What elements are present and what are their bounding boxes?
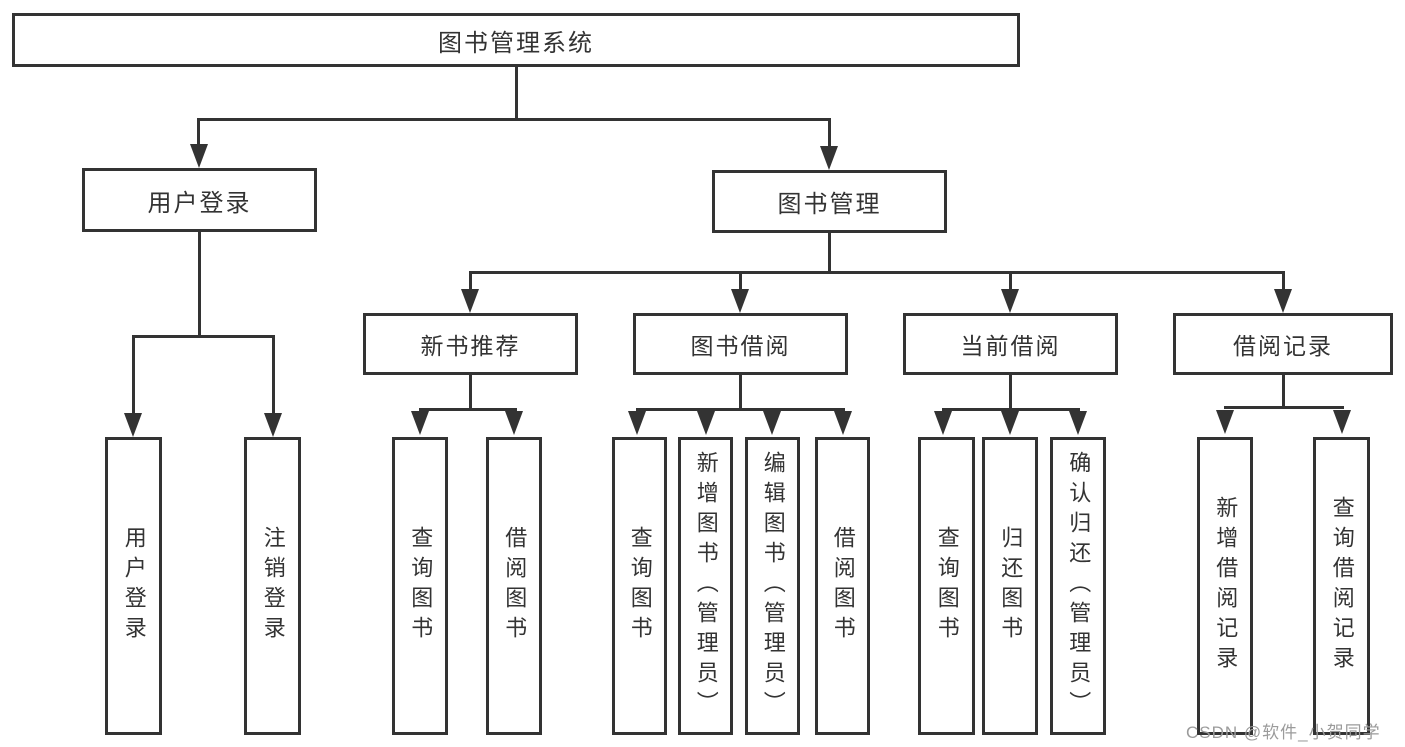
connector-level3-rail: [469, 271, 1285, 274]
arrow-down-icon: [124, 413, 142, 437]
node-label: 新增借阅记录: [1213, 496, 1239, 676]
node-label: 归还图书: [998, 526, 1024, 646]
node-book-management: 图书管理: [712, 170, 947, 233]
connector-borrow-records-stem: [1282, 375, 1285, 409]
node-recommend-borrow-books: 借阅图书: [486, 437, 542, 735]
node-label: 借阅记录: [1233, 333, 1333, 359]
connector-new-book-stem: [469, 375, 472, 411]
arrow-down-icon: [1069, 411, 1087, 435]
node-label: 编辑图书（管理员）: [760, 451, 786, 721]
node-label: 图书借阅: [690, 333, 791, 359]
arrow-down-icon: [731, 289, 749, 313]
node-label: 查询图书: [627, 526, 653, 646]
connector-drop-book-management: [828, 118, 831, 150]
node-borrowing-borrow-books: 借阅图书: [815, 437, 870, 735]
connector-book-borrowing-stem: [739, 375, 742, 411]
connector-root-stem: [515, 66, 518, 120]
node-book-borrowing: 图书借阅: [633, 313, 848, 375]
node-user-login-action: 用户登录: [105, 437, 162, 735]
node-borrow-records: 借阅记录: [1173, 313, 1393, 375]
node-current-confirm-return-admin: 确认归还（管理员）: [1050, 437, 1106, 735]
connector-new-book-rail: [419, 408, 517, 411]
node-label: 图书管理系统: [438, 29, 594, 57]
node-borrowing-add-books-admin: 新增图书（管理员）: [678, 437, 733, 735]
node-label: 借阅图书: [502, 526, 528, 646]
arrow-down-icon: [697, 411, 715, 435]
node-label: 新书推荐: [420, 333, 521, 359]
node-library-management-system: 图书管理系统: [12, 13, 1020, 67]
csdn-watermark: CSDN @软件_小贺同学: [1186, 723, 1381, 742]
node-label: 查询图书: [934, 526, 960, 646]
connector-drop-current-borrowing: [1009, 271, 1012, 294]
connector-drop-new-book: [469, 271, 472, 294]
node-logout-action: 注销登录: [244, 437, 301, 735]
connector-level2-rail: [197, 118, 831, 121]
connector-current-borrowing-stem: [1009, 375, 1012, 411]
arrow-down-icon: [934, 411, 952, 435]
connector-user-login-stem: [198, 232, 201, 337]
connector-book-management-stem: [828, 233, 831, 273]
arrow-down-icon: [763, 411, 781, 435]
arrow-down-icon: [505, 411, 523, 435]
arrow-down-icon: [264, 413, 282, 437]
arrow-down-icon: [820, 146, 838, 170]
arrow-down-icon: [1001, 289, 1019, 313]
node-label: 借阅图书: [830, 526, 856, 646]
node-label: 用户登录: [147, 189, 252, 217]
connector-drop-user-login: [197, 118, 200, 150]
arrow-down-icon: [1274, 289, 1292, 313]
node-label: 查询借阅记录: [1329, 496, 1355, 676]
node-label: 用户登录: [121, 526, 147, 646]
node-user-login: 用户登录: [82, 168, 317, 232]
node-label: 确认归还（管理员）: [1066, 451, 1092, 721]
arrow-down-icon: [1216, 410, 1234, 434]
arrow-down-icon: [461, 289, 479, 313]
connector-borrow-records-rail: [1224, 406, 1344, 409]
connector-book-borrowing-rail: [636, 408, 845, 411]
node-recommend-query-books: 查询图书: [392, 437, 448, 735]
node-current-return-books: 归还图书: [982, 437, 1038, 735]
node-borrowing-edit-books-admin: 编辑图书（管理员）: [745, 437, 800, 735]
node-current-query-books: 查询图书: [918, 437, 975, 735]
node-label: 当前借阅: [960, 333, 1061, 359]
connector-drop-book-borrowing: [739, 271, 742, 294]
connector-current-borrowing-rail: [942, 408, 1080, 411]
node-label: 图书管理: [777, 191, 882, 218]
arrow-down-icon: [628, 411, 646, 435]
connector-drop-borrow-records: [1282, 271, 1285, 294]
connector-drop-login-leaf: [132, 335, 135, 416]
connector-user-login-rail: [132, 335, 275, 338]
node-new-book-recommend: 新书推荐: [363, 313, 578, 375]
arrow-down-icon: [1333, 410, 1351, 434]
node-records-query-borrow-record: 查询借阅记录: [1313, 437, 1370, 735]
node-label: 新增图书（管理员）: [693, 451, 719, 721]
node-label: 注销登录: [260, 526, 286, 646]
node-label: 查询图书: [408, 526, 434, 646]
connector-drop-logout-leaf: [272, 335, 275, 416]
arrow-down-icon: [411, 411, 429, 435]
node-records-add-borrow-record: 新增借阅记录: [1197, 437, 1253, 735]
node-borrowing-query-books: 查询图书: [612, 437, 667, 735]
arrow-down-icon: [834, 411, 852, 435]
node-current-borrowing: 当前借阅: [903, 313, 1118, 375]
arrow-down-icon: [190, 144, 208, 168]
arrow-down-icon: [1001, 411, 1019, 435]
